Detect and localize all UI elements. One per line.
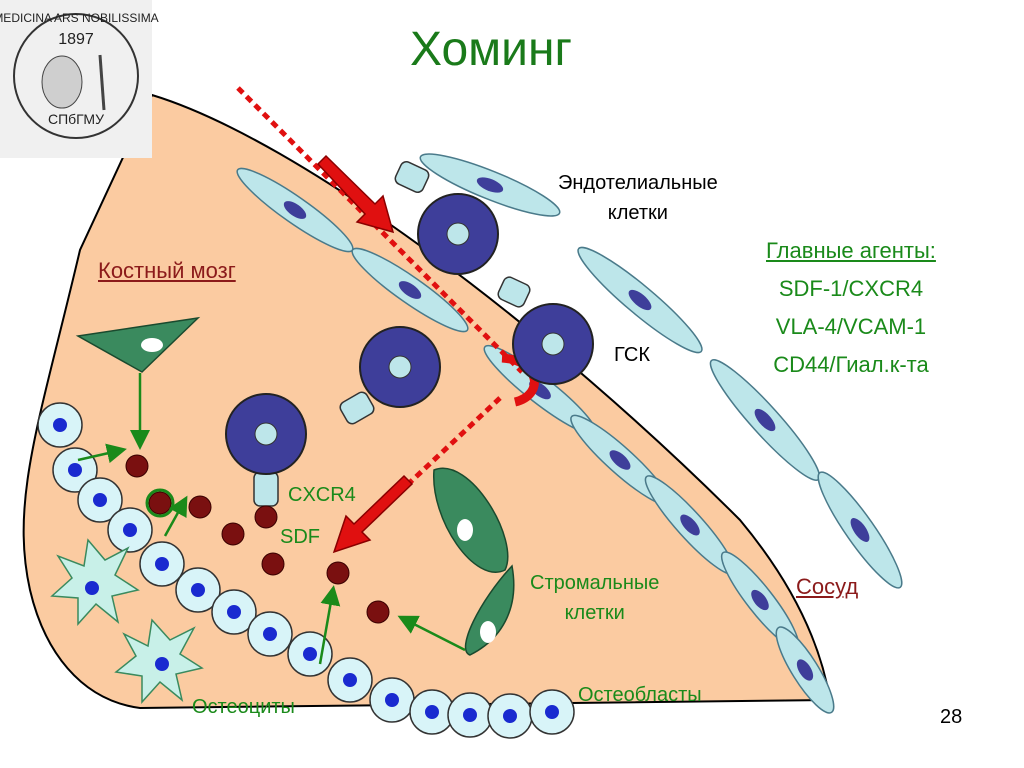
main-agents-box: Главные агенты: SDF-1/CXCR4 VLA-4/VCAM-1… (766, 232, 936, 384)
label-endothelial-line2: клетки (607, 202, 668, 224)
label-cxcr4: CXCR4 (288, 484, 356, 506)
bone-marrow-region (22, 93, 832, 710)
red-arrow-in (316, 154, 395, 234)
label-osteoblasts: Остеобласты (578, 684, 702, 706)
osteocytes (50, 538, 204, 704)
label-stromal-cells: Стромальные клетки (530, 568, 659, 628)
label-stromal-line2: клетки (564, 602, 625, 624)
label-osteocytes: Остеоциты (192, 696, 295, 718)
agent-item: SDF-1/CXCR4 (778, 276, 924, 301)
label-hsc: ГСК (614, 344, 651, 366)
agent-item: VLA-4/VCAM-1 (775, 314, 927, 339)
logo-name: СПбГМУ (48, 111, 104, 127)
stromal-cells (75, 316, 515, 656)
green-arrows (77, 373, 466, 665)
agent-item: CD44/Гиал.к-та (773, 352, 929, 377)
page-number: 28 (940, 706, 963, 728)
hsc-cells (225, 161, 594, 507)
label-stromal-line1: Стромальные (530, 572, 660, 594)
university-logo: MEDICINA ARS NOBILISSIMA 1897 СПбГМУ (0, 0, 159, 158)
label-endothelial-cells: Эндотелиальные клетки (558, 168, 718, 228)
label-vessel: Сосуд (796, 574, 859, 599)
slide-title: Хоминг (410, 23, 572, 76)
sdf-molecules (125, 454, 390, 624)
logo-year: 1897 (58, 31, 94, 48)
red-arrow-to-sdf (332, 474, 414, 554)
logo-motto: MEDICINA ARS NOBILISSIMA (0, 11, 159, 25)
label-endothelial-line1: Эндотелиальные (558, 172, 718, 194)
main-agents-title: Главные агенты: (766, 238, 936, 263)
label-sdf: SDF (280, 526, 320, 548)
osteoblast-nuclei (53, 418, 559, 723)
endothelial-cells-outer (419, 153, 903, 589)
label-bone-marrow: Костный мозг (98, 258, 236, 283)
endothelial-cells-inner (236, 167, 835, 714)
migration-path-upper (236, 86, 524, 374)
